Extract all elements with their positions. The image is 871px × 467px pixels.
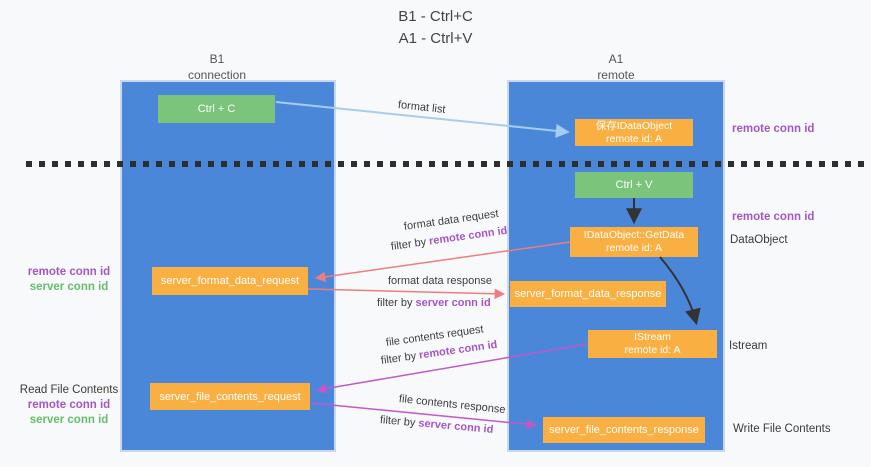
title-line2: A1 - Ctrl+V	[398, 29, 473, 47]
right-istream-label: Istream	[729, 340, 768, 352]
lane-a1-role: remote	[597, 68, 635, 83]
file-request-label: server_file_contents_request	[159, 390, 301, 403]
filter-by-text: filter by	[390, 235, 430, 253]
server-format-data-request-box: server_format_data_request	[152, 267, 308, 295]
getdata-line2: remote id: A	[605, 242, 663, 254]
title-line1: B1 - Ctrl+C	[398, 8, 473, 25]
left-server-conn-id-1: server conn id	[29, 281, 109, 293]
lane-header-b1: B1 connection	[157, 51, 277, 83]
file-response-label: server_file_contents_response	[549, 424, 699, 436]
istream-box: IStream remote id: A	[588, 330, 717, 358]
diagram-title: B1 - Ctrl+C A1 - Ctrl+V	[0, 6, 871, 50]
save-dataobject-line1: 保存IDataObject	[595, 119, 673, 132]
ctrl-v-box: Ctrl + V	[575, 172, 693, 198]
format-response-label: server_format_data_response	[514, 288, 662, 300]
getdata-line1: IDataObject::GetData	[583, 229, 685, 241]
label-format-data-response: format data response	[388, 275, 492, 287]
server-file-contents-response-box: server_file_contents_response	[543, 417, 705, 443]
right-dataobject-label: DataObject	[730, 234, 788, 246]
left-remote-conn-id-1: remote conn id	[27, 266, 111, 278]
phase-separator-dashed-line	[26, 161, 871, 167]
server-file-contents-request-box: server_file_contents_request	[150, 383, 310, 410]
server-conn-id-text: server conn id	[415, 297, 491, 309]
save-dataobject-box: 保存IDataObject remote id: A	[575, 119, 693, 146]
istream-line1: IStream	[634, 331, 671, 343]
server-conn-id-text: server conn id	[417, 417, 494, 436]
left-remote-conn-id-2: remote conn id	[27, 399, 111, 411]
filter-by-text: filter by	[380, 349, 420, 367]
right-remote-conn-id-1: remote conn id	[732, 123, 815, 135]
ctrl-v-label: Ctrl + V	[615, 179, 653, 191]
left-conn-id-stack: remote conn id server conn id	[14, 265, 124, 295]
istream-line2: remote id: A	[624, 344, 681, 356]
format-request-label: server_format_data_request	[160, 275, 300, 287]
server-format-data-response-box: server_format_data_response	[510, 281, 666, 307]
left-read-file-contents-label: Read File Contents	[19, 384, 119, 396]
right-write-file-contents-label: Write File Contents	[733, 423, 831, 435]
filter-by-text: filter by	[379, 414, 419, 430]
left-file-contents-stack: Read File Contents remote conn id server…	[14, 383, 124, 428]
label-file-contents-response: file contents response	[398, 393, 507, 417]
label-filter-server-1: filter by server conn id	[377, 297, 491, 309]
ctrl-c-label: Ctrl + C	[197, 103, 236, 115]
save-dataobject-line2: remote id: A	[605, 132, 663, 145]
left-server-conn-id-2: server conn id	[29, 414, 109, 426]
format-data-response-arrow	[307, 288, 506, 300]
lane-b1-role: connection	[187, 68, 247, 83]
remote-conn-id-text: remote conn id	[428, 224, 509, 248]
lane-header-a1: A1 remote	[556, 51, 676, 83]
label-filter-server-2: filter by server conn id	[379, 414, 493, 436]
lane-a1-name: A1	[608, 52, 624, 66]
filter-by-text: filter by	[377, 297, 416, 309]
idataobject-getdata-box: IDataObject::GetData remote id: A	[570, 227, 698, 257]
ctrl-c-box: Ctrl + C	[158, 95, 275, 123]
lane-b1-name: B1	[209, 52, 225, 66]
label-format-list: format list	[397, 99, 447, 116]
right-remote-conn-id-2: remote conn id	[732, 211, 815, 223]
